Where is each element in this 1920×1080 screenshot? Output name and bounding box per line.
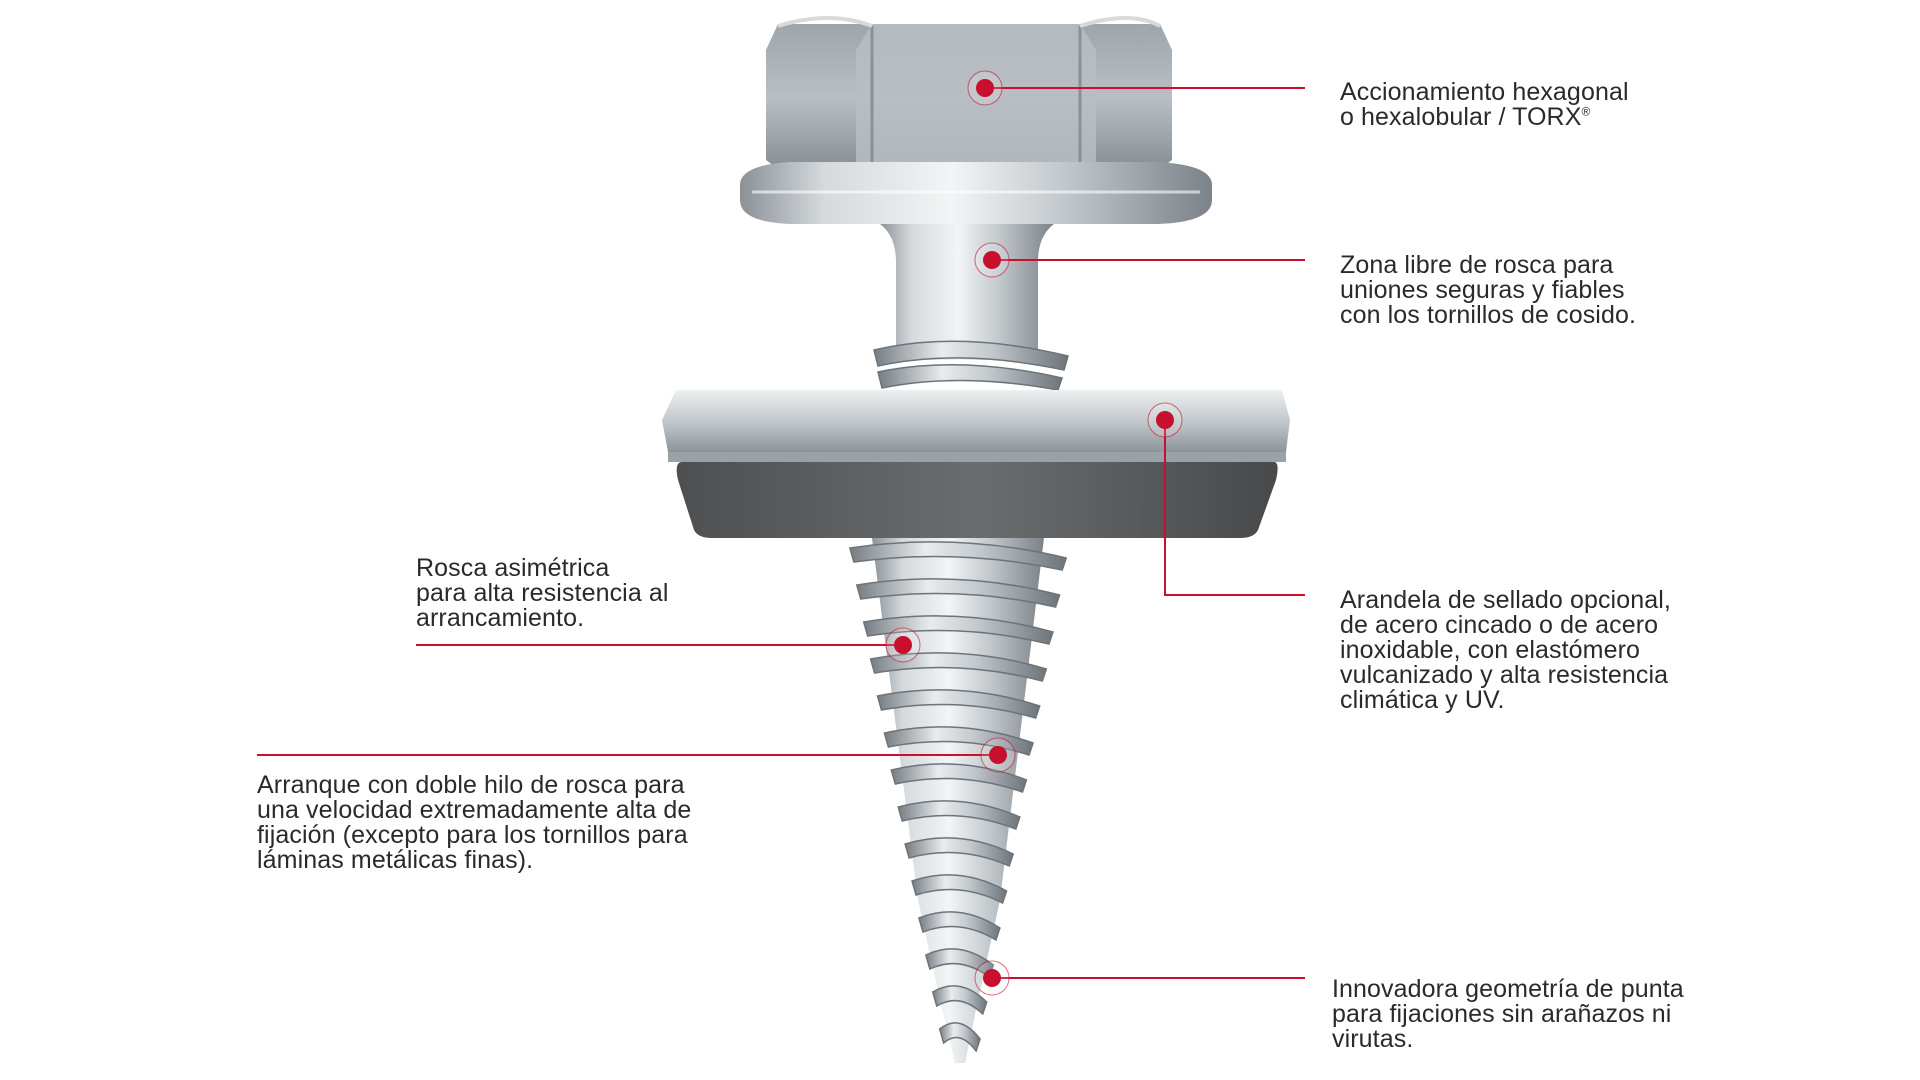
thread-crests: [848, 541, 1068, 1053]
washer-elastomer: [676, 462, 1278, 538]
leader-double-thread: [257, 737, 1016, 773]
leader-washer: [1147, 402, 1305, 596]
marker-dot: [983, 969, 1001, 987]
shank: [880, 224, 1054, 360]
marker-dot: [989, 746, 1007, 764]
thread-crest: [911, 874, 1008, 905]
leader-line: [1164, 420, 1305, 596]
callout-washer: Arandela de sellado opcional, de acero c…: [1340, 588, 1671, 713]
callout-washer-line-5: climática y UV.: [1340, 686, 1505, 714]
callout-shank-line-3: con los tornillos de cosido.: [1340, 301, 1637, 329]
registered-mark: ®: [1581, 104, 1591, 119]
callout-double-thread-line-3: fijación (excepto para los tornillos par…: [257, 821, 688, 849]
callout-hex-drive-line-2: o hexalobular / TORX®: [1340, 105, 1629, 130]
callout-asym-thread-line-3: arrancamiento.: [416, 604, 585, 632]
thread-crest: [904, 837, 1015, 868]
callout-shank: Zona libre de rosca para uniones seguras…: [1340, 253, 1636, 328]
thread-crest: [869, 652, 1048, 682]
callout-hex-drive-line-2-text: o hexalobular / TORX: [1340, 103, 1582, 131]
callout-tip-line-1: Innovadora geometría de punta: [1332, 975, 1684, 1003]
thread-crest: [883, 726, 1035, 756]
marker-dot: [894, 636, 912, 654]
leader-tip: [974, 960, 1305, 996]
thread-crest: [918, 911, 1001, 942]
leader-hex-drive: [967, 70, 1305, 106]
callout-hex-drive-line-1: Accionamiento hexagonal: [1340, 78, 1629, 106]
callout-washer-line-2: de acero cincado o de acero: [1340, 611, 1659, 639]
callout-tip: Innovadora geometría de punta para fijac…: [1332, 977, 1684, 1052]
callout-double-thread-line-2: una velocidad extremadamente alta de: [257, 796, 692, 824]
washer-steel-cap: [662, 390, 1290, 452]
marker-dot: [1156, 411, 1174, 429]
upper-threads: [873, 340, 1069, 391]
callout-washer-line-4: vulcanizado y alta resistencia: [1340, 661, 1669, 689]
marker-dot: [983, 251, 1001, 269]
thread-crest: [862, 615, 1054, 645]
callout-hex-drive: Accionamiento hexagonal o hexalobular / …: [1340, 80, 1629, 130]
threaded-body: [848, 538, 1068, 1063]
marker-dot: [976, 79, 994, 97]
callout-shank-line-2: uniones seguras y fiables: [1340, 276, 1625, 304]
callout-double-thread-line-1: Arranque con doble hilo de rosca para: [257, 771, 685, 799]
thread-crest: [855, 578, 1061, 608]
callout-asym-thread-line-2: para alta resistencia al: [416, 579, 669, 607]
flange: [740, 162, 1212, 224]
leader-asym-thread: [416, 627, 921, 663]
callout-washer-line-1: Arandela de sellado opcional,: [1340, 586, 1671, 614]
thread-crest: [938, 1022, 981, 1053]
thread-crest: [848, 541, 1068, 571]
hex-head-center-face: [856, 24, 1096, 165]
callout-double-thread-line-4: láminas metálicas finas).: [257, 846, 534, 874]
callout-tip-line-2: para fijaciones sin arañazos ni: [1332, 1000, 1672, 1028]
washer: [662, 390, 1290, 538]
callout-tip-line-3: virutas.: [1332, 1025, 1414, 1053]
callout-leaders: [257, 70, 1305, 996]
callout-double-thread: Arranque con doble hilo de rosca para un…: [257, 773, 691, 873]
callout-washer-line-3: inoxidable, con elastómero: [1340, 636, 1640, 664]
callout-asym-thread-line-1: Rosca asimétrica: [416, 554, 610, 582]
callout-asym-thread: Rosca asimétrica para alta resistencia a…: [416, 556, 669, 631]
thread-crest: [931, 985, 988, 1016]
thread-crest: [876, 689, 1041, 719]
leader-shank: [974, 242, 1305, 278]
callout-shank-line-1: Zona libre de rosca para: [1340, 251, 1614, 279]
thread-crest: [897, 800, 1021, 830]
hex-head: [766, 16, 1172, 172]
